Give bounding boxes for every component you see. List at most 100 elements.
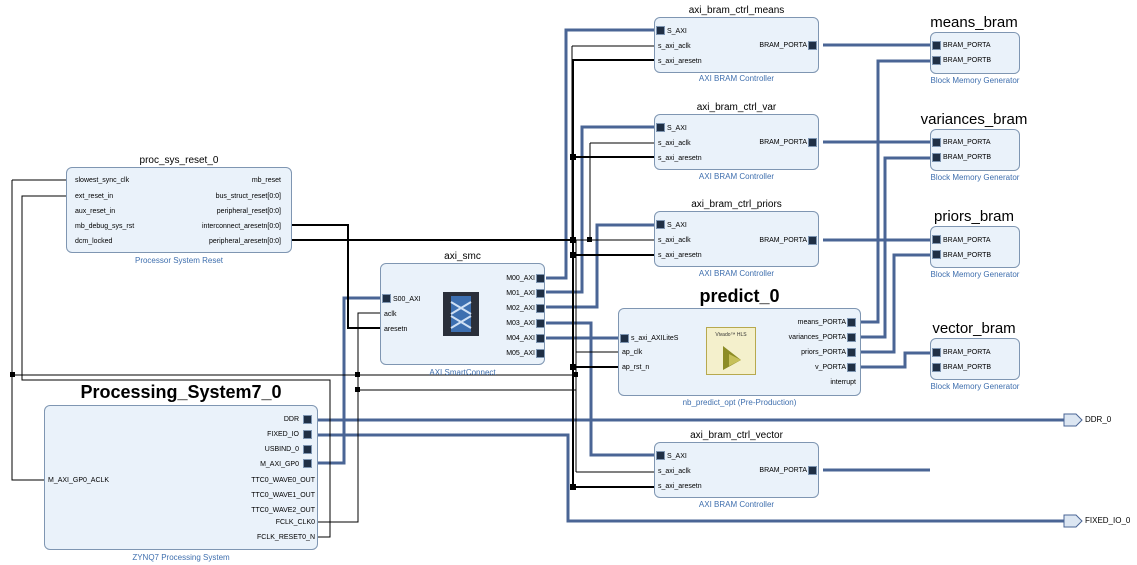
- bram-porta-interface-icon[interactable]: [932, 41, 941, 50]
- port-ap-rst-n[interactable]: ap_rst_n: [622, 364, 650, 371]
- port-m05-axi[interactable]: M05_AXI: [506, 350, 535, 357]
- bram-ctrl-priors-block[interactable]: [654, 211, 819, 267]
- bram-porta-interface-icon[interactable]: [932, 235, 941, 244]
- bram-portb-interface-icon[interactable]: [932, 250, 941, 259]
- port-m03-axi[interactable]: M03_AXI: [506, 320, 535, 327]
- bram-porta-interface-icon[interactable]: [808, 466, 817, 475]
- m-axi-gp0-interface-icon[interactable]: [303, 459, 312, 468]
- m05-interface-icon[interactable]: [536, 349, 545, 358]
- port-m01-axi[interactable]: M01_AXI: [506, 290, 535, 297]
- port-s-axi[interactable]: S_AXI: [667, 222, 687, 229]
- port-bram-portb[interactable]: BRAM_PORTB: [943, 252, 992, 259]
- bram-portb-interface-icon[interactable]: [932, 56, 941, 65]
- port-ttc0-wave2-out[interactable]: TTC0_WAVE2_OUT: [251, 507, 315, 514]
- port-fixed-io[interactable]: FIXED_IO: [267, 431, 299, 438]
- port-s-axi[interactable]: S_AXI: [667, 125, 687, 132]
- means-bram-block[interactable]: [930, 32, 1020, 74]
- port-m04-axi[interactable]: M04_AXI: [506, 335, 535, 342]
- means-porta-interface-icon[interactable]: [847, 318, 856, 327]
- s-axi-interface-icon[interactable]: [656, 26, 665, 35]
- port-priors-porta[interactable]: priors_PORTA: [801, 349, 846, 356]
- bram-portb-interface-icon[interactable]: [932, 363, 941, 372]
- s-axi-interface-icon[interactable]: [656, 451, 665, 460]
- port-s-axi-aresetn[interactable]: s_axi_aresetn: [658, 58, 702, 65]
- port-usbind-0[interactable]: USBIND_0: [264, 446, 299, 453]
- port-s-axi-aclk[interactable]: s_axi_aclk: [658, 43, 691, 50]
- port-bram-porta[interactable]: BRAM_PORTA: [943, 42, 991, 49]
- port-bram-porta[interactable]: BRAM_PORTA: [943, 237, 991, 244]
- port-s-axi-aclk[interactable]: s_axi_aclk: [658, 468, 691, 475]
- bram-portb-interface-icon[interactable]: [932, 153, 941, 162]
- port-bram-portb[interactable]: BRAM_PORTB: [943, 154, 992, 161]
- bram-porta-interface-icon[interactable]: [808, 41, 817, 50]
- port-aresetn[interactable]: aresetn: [384, 326, 408, 333]
- bram-porta-interface-icon[interactable]: [932, 348, 941, 357]
- port-aclk[interactable]: aclk: [384, 311, 397, 318]
- port-bram-porta[interactable]: BRAM_PORTA: [759, 139, 807, 146]
- port-bram-porta[interactable]: BRAM_PORTA: [943, 349, 991, 356]
- ps7-block[interactable]: [44, 405, 318, 550]
- port-ddr[interactable]: DDR: [283, 416, 299, 423]
- port-fclk-clk0[interactable]: FCLK_CLK0: [275, 519, 315, 526]
- s-axi-interface-icon[interactable]: [656, 123, 665, 132]
- port-bram-porta[interactable]: BRAM_PORTA: [759, 237, 807, 244]
- port-means-porta[interactable]: means_PORTA: [797, 319, 846, 326]
- priors-bram-block[interactable]: [930, 226, 1020, 268]
- s-axi-interface-icon[interactable]: [656, 220, 665, 229]
- m01-interface-icon[interactable]: [536, 289, 545, 298]
- external-port-ddr-0[interactable]: DDR_0: [1085, 415, 1112, 424]
- port-dcm-locked[interactable]: dcm_locked: [75, 238, 113, 245]
- port-slowest-sync-clk[interactable]: slowest_sync_clk: [75, 177, 130, 184]
- port-bram-porta[interactable]: BRAM_PORTA: [759, 42, 807, 49]
- port-ttc0-wave1-out[interactable]: TTC0_WAVE1_OUT: [251, 492, 315, 499]
- vector-bram-block[interactable]: [930, 338, 1020, 380]
- bram-ctrl-vector-block[interactable]: [654, 442, 819, 498]
- m02-interface-icon[interactable]: [536, 304, 545, 313]
- port-mb-reset[interactable]: mb_reset: [251, 177, 281, 184]
- priors-porta-interface-icon[interactable]: [847, 348, 856, 357]
- port-ext-reset-in[interactable]: ext_reset_in: [75, 193, 114, 200]
- port-bram-portb[interactable]: BRAM_PORTB: [943, 364, 992, 371]
- port-peripheral-aresetn[interactable]: peripheral_aresetn[0:0]: [209, 238, 281, 245]
- port-s-axi-axilites[interactable]: s_axi_AXILiteS: [631, 335, 679, 342]
- port-m00-axi[interactable]: M00_AXI: [506, 275, 535, 282]
- fixed-io-interface-icon[interactable]: [303, 430, 312, 439]
- port-s-axi-aclk[interactable]: s_axi_aclk: [658, 237, 691, 244]
- m04-interface-icon[interactable]: [536, 334, 545, 343]
- port-s-axi-aresetn[interactable]: s_axi_aresetn: [658, 483, 702, 490]
- port-bram-porta[interactable]: BRAM_PORTA: [759, 467, 807, 474]
- bram-porta-interface-icon[interactable]: [932, 138, 941, 147]
- port-bus-struct-reset[interactable]: bus_struct_reset[0:0]: [215, 193, 281, 200]
- proc-sys-reset-block[interactable]: [66, 167, 292, 253]
- variances-porta-interface-icon[interactable]: [847, 333, 856, 342]
- port-s-axi[interactable]: S_AXI: [667, 453, 687, 460]
- port-variances-porta[interactable]: variances_PORTA: [788, 334, 846, 341]
- bram-porta-interface-icon[interactable]: [808, 138, 817, 147]
- port-ttc0-wave0-out[interactable]: TTC0_WAVE0_OUT: [251, 477, 315, 484]
- port-m-axi-gp0-aclk[interactable]: M_AXI_GP0_ACLK: [48, 477, 110, 484]
- s00-axi-interface-icon[interactable]: [382, 294, 391, 303]
- m03-interface-icon[interactable]: [536, 319, 545, 328]
- port-v-porta[interactable]: v_PORTA: [815, 364, 846, 371]
- port-s-axi[interactable]: S_AXI: [667, 28, 687, 35]
- variances-bram-block[interactable]: [930, 129, 1020, 171]
- port-m02-axi[interactable]: M02_AXI: [506, 305, 535, 312]
- port-s-axi-aresetn[interactable]: s_axi_aresetn: [658, 252, 702, 259]
- port-m-axi-gp0[interactable]: M_AXI_GP0: [260, 461, 299, 468]
- port-interconnect-aresetn[interactable]: interconnect_aresetn[0:0]: [202, 223, 281, 230]
- port-bram-portb[interactable]: BRAM_PORTB: [943, 57, 992, 64]
- bram-porta-interface-icon[interactable]: [808, 236, 817, 245]
- port-bram-porta[interactable]: BRAM_PORTA: [943, 139, 991, 146]
- bram-ctrl-var-block[interactable]: [654, 114, 819, 170]
- external-port-fixed-io-0[interactable]: FIXED_IO_0: [1085, 516, 1131, 525]
- port-s-axi-aclk[interactable]: s_axi_aclk: [658, 140, 691, 147]
- port-fclk-reset0-n[interactable]: FCLK_RESET0_N: [257, 534, 315, 541]
- ddr-interface-icon[interactable]: [303, 415, 312, 424]
- port-peripheral-reset[interactable]: peripheral_reset[0:0]: [216, 208, 281, 215]
- port-mb-debug-sys-rst[interactable]: mb_debug_sys_rst: [75, 223, 135, 230]
- port-s00-axi[interactable]: S00_AXI: [393, 296, 421, 303]
- port-aux-reset-in[interactable]: aux_reset_in: [75, 208, 116, 215]
- m00-interface-icon[interactable]: [536, 274, 545, 283]
- port-interrupt[interactable]: interrupt: [830, 379, 856, 386]
- port-ap-clk[interactable]: ap_clk: [622, 349, 643, 356]
